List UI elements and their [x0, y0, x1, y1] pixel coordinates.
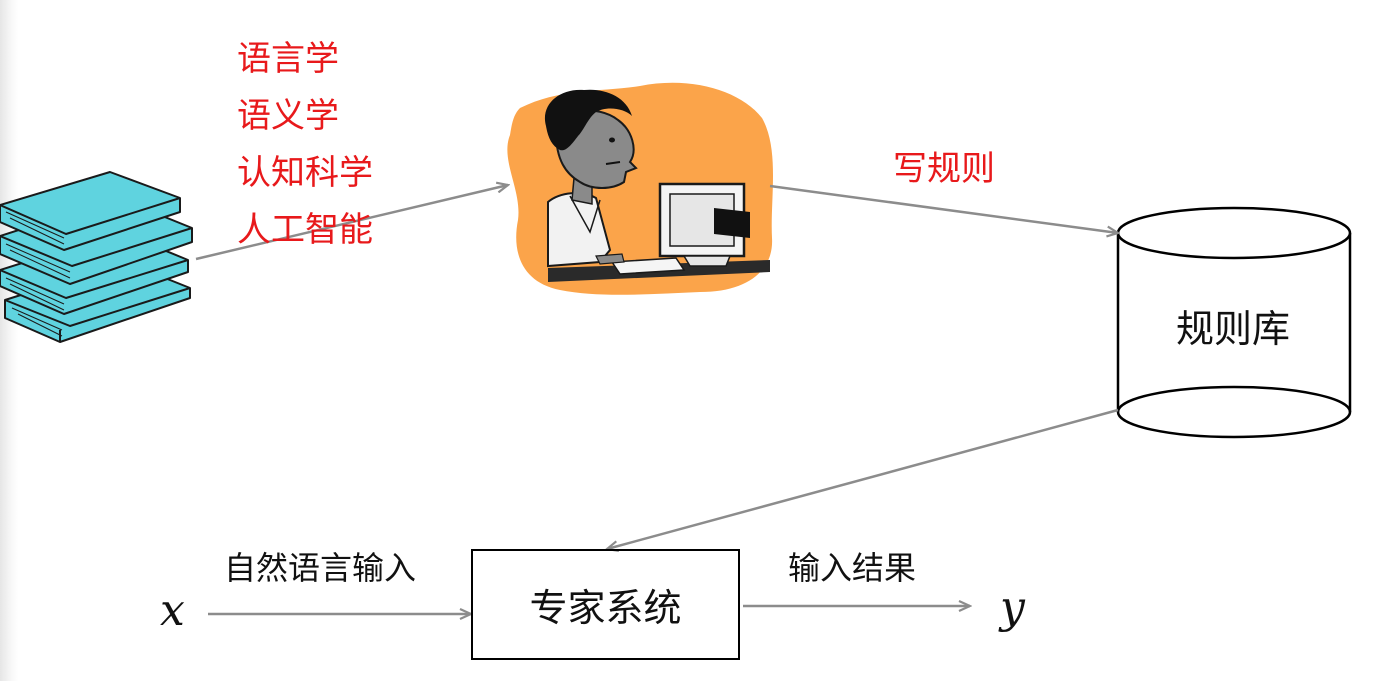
output-variable: y [1000, 582, 1025, 633]
write-rules-label: 写规则 [893, 149, 995, 189]
expert-system-label: 专家系统 [529, 586, 682, 630]
expert-system-box: 专家系统 [471, 549, 740, 660]
field-cognitive-science: 认知科学 [237, 153, 373, 193]
input-variable: x [160, 585, 185, 636]
output-label: 输入结果 [788, 549, 917, 587]
arrow-books-to-engineer [195, 185, 508, 261]
books-icon [0, 171, 193, 343]
rule-base-label: 规则库 [1176, 307, 1291, 351]
arrow-engineer-to-rulebase [769, 184, 1118, 233]
field-artificial-intelligence: 人工智能 [237, 210, 373, 250]
engineer-at-computer-illustration [507, 82, 773, 295]
rule-base-cylinder [1116, 206, 1352, 439]
field-semantics: 语义学 [237, 96, 339, 136]
arrow-rulebase-to-expert-system [607, 408, 1119, 549]
field-linguistics: 语言学 [237, 39, 339, 79]
knowledge-fields-list: 语言学 语义学 认知科学 人工智能 [237, 31, 373, 259]
input-label: 自然语言输入 [224, 549, 417, 587]
slide-edge-shade [0, 0, 18, 681]
